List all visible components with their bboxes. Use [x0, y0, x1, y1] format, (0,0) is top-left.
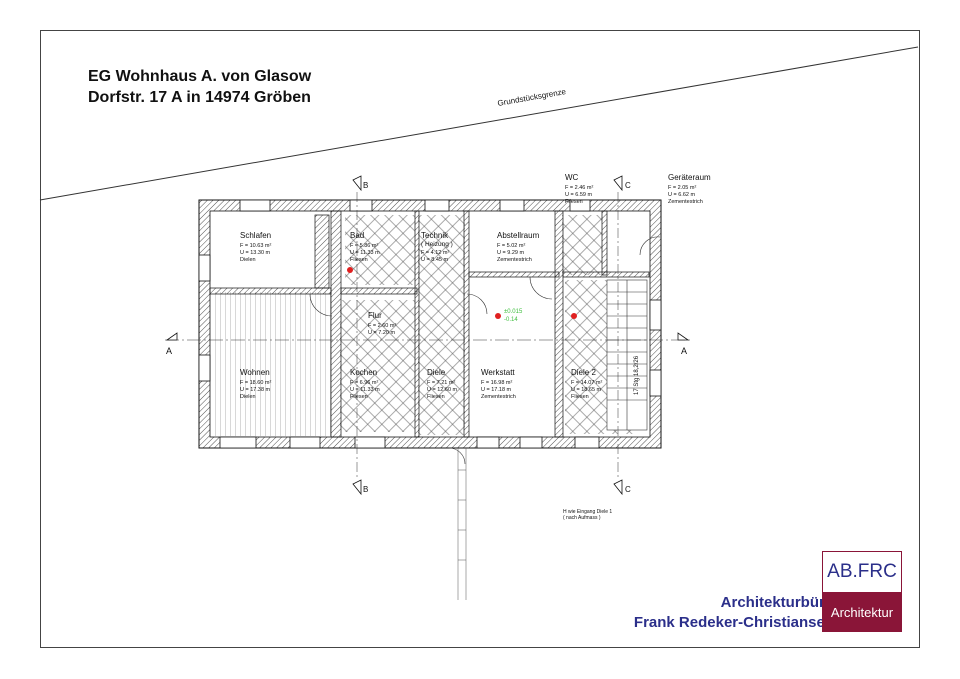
room-wohnen: Wohnen F = 18.60 m² U = 17.38 m Dielen [240, 368, 272, 400]
flur-kochen-floor [340, 300, 415, 432]
svg-text:Geräteraum: Geräteraum [668, 173, 711, 182]
wc-floor [562, 215, 602, 275]
section-a-left: A [166, 346, 172, 356]
svg-text:Bad: Bad [350, 231, 364, 240]
room-geraeteraum: Geräteraum F = 2.05 m² U = 6.62 m Zement… [668, 173, 711, 205]
svg-text:Kochen: Kochen [350, 368, 377, 377]
section-line-a [165, 332, 690, 341]
svg-text:Fliesen: Fliesen [350, 394, 368, 400]
svg-text:Fliesen: Fliesen [427, 394, 445, 400]
svg-text:F = 14.07 m²: F = 14.07 m² [571, 380, 603, 386]
logo-subtitle: Architektur [823, 592, 901, 632]
svg-text:Fliesen: Fliesen [350, 257, 368, 263]
svg-text:Diele: Diele [427, 368, 446, 377]
svg-text:U = 17.18 m: U = 17.18 m [481, 387, 512, 393]
section-b-bottom: B [363, 485, 368, 494]
svg-text:U = 6.59 m: U = 6.59 m [565, 192, 592, 198]
svg-text:F = 6.96 m²: F = 6.96 m² [350, 380, 378, 386]
svg-text:U = 8.45 m: U = 8.45 m [421, 257, 448, 263]
svg-text:F = 2.05 m²: F = 2.05 m² [668, 185, 696, 191]
section-line-c [613, 175, 623, 496]
svg-text:U = 11.33 m: U = 11.33 m [350, 387, 380, 393]
stair-label: 17 Stg 18,2/26 [634, 355, 640, 395]
property-boundary-line [39, 46, 919, 201]
schlafen-floor [212, 215, 316, 289]
entrance-note: H wie Eingang Diele 1 [563, 509, 612, 515]
svg-text:Zementestrich: Zementestrich [481, 394, 516, 400]
svg-text:U = 9.29 m: U = 9.29 m [497, 250, 524, 256]
svg-text:Schlafen: Schlafen [240, 231, 271, 240]
svg-text:F = 5.02 m²: F = 5.02 m² [497, 243, 525, 249]
svg-text:Werkstatt: Werkstatt [481, 368, 515, 377]
svg-text:F = 18.60 m²: F = 18.60 m² [240, 380, 272, 386]
svg-text:F = 5.86 m²: F = 5.86 m² [350, 243, 378, 249]
room-wc: WC F = 2.46 m² U = 6.59 m Fliesen [565, 173, 593, 205]
room-technik: Technik ( Heizung ) F = 4.12 m² U = 8.45… [421, 231, 453, 263]
svg-text:Fliesen: Fliesen [571, 394, 589, 400]
level-marker-1: ±0.015 -0.14 [495, 309, 523, 323]
room-diele: Diele F = 7.21 m² U = 12.60 m Fliesen [427, 368, 458, 400]
level-marker-2 [571, 313, 577, 319]
room-werkstatt: Werkstatt F = 16.98 m² U = 17.18 m Zemen… [481, 368, 516, 400]
svg-text:U = 13.30 m: U = 13.30 m [240, 250, 271, 256]
section-line-b [352, 175, 362, 496]
svg-text:F = 7.21 m²: F = 7.21 m² [427, 380, 455, 386]
svg-text:Diele 2: Diele 2 [571, 368, 596, 377]
svg-text:F = 10.63 m²: F = 10.63 m² [240, 243, 272, 249]
svg-text:Zementestrich: Zementestrich [497, 257, 532, 263]
interior-walls [209, 210, 650, 438]
svg-text:Zementestrich: Zementestrich [668, 199, 703, 205]
windows [198, 199, 662, 449]
entrance-path [457, 448, 467, 600]
entrance-note-2: ( nach Aufmass ) [563, 515, 601, 521]
svg-text:Dielen: Dielen [240, 394, 256, 400]
svg-text:U = 6.62 m: U = 6.62 m [668, 192, 695, 198]
room-bad: Bad F = 5.86 m² U = 11.33 m Fliesen [350, 231, 380, 263]
svg-text:F = 16.98 m²: F = 16.98 m² [481, 380, 513, 386]
logo-initials: AB.FRC [827, 561, 897, 582]
svg-text:F = 4.12 m²: F = 4.12 m² [421, 250, 449, 256]
svg-text:U = 17.38 m: U = 17.38 m [240, 387, 271, 393]
drawing-address: Dorfstr. 17 A in 14974 Gröben [88, 89, 311, 106]
room-labels: Schlafen F = 10.63 m² U = 13.30 m Dielen… [240, 173, 711, 400]
staircase [606, 279, 648, 431]
room-diele2: Diele 2 F = 14.07 m² U = 18.65 m Fliesen [571, 368, 603, 400]
office-name: Architekturbüro [720, 594, 834, 611]
svg-text:Flur: Flur [368, 311, 382, 320]
svg-text:Dielen: Dielen [240, 257, 256, 263]
section-a-right: A [681, 346, 687, 356]
section-c-top: C [625, 181, 631, 190]
drawing-title: EG Wohnhaus A. von Glasow [88, 68, 312, 85]
svg-text:±0.015: ±0.015 [504, 309, 523, 315]
diele-floor [418, 215, 465, 435]
svg-text:F = 2.60 m²: F = 2.60 m² [368, 323, 396, 329]
room-flur: Flur F = 2.60 m² U = 7.20 m [368, 311, 396, 336]
door-swings [309, 236, 661, 465]
svg-text:-0.14: -0.14 [504, 317, 518, 323]
bad-floor [345, 215, 415, 285]
svg-text:U = 11.33 m: U = 11.33 m [350, 250, 380, 256]
room-schlafen: Schlafen F = 10.63 m² U = 13.30 m Dielen [240, 231, 272, 263]
svg-text:Fliesen: Fliesen [565, 199, 583, 205]
svg-text:( Heizung ): ( Heizung ) [421, 241, 453, 248]
room-kochen: Kochen F = 6.96 m² U = 11.33 m Fliesen [350, 368, 380, 400]
office-architect: Frank Redeker-Christiansen [633, 614, 834, 631]
svg-text:Wohnen: Wohnen [240, 368, 270, 377]
boundary-label: Grundstücksgrenze [497, 87, 567, 108]
room-abstellraum: Abstellraum F = 5.02 m² U = 9.29 m Zemen… [497, 231, 540, 263]
svg-text:Abstellraum: Abstellraum [497, 231, 540, 240]
wohnen-floor [212, 292, 331, 436]
section-c-bottom: C [625, 485, 631, 494]
svg-text:U = 18.65 m: U = 18.65 m [571, 387, 602, 393]
section-b-top: B [363, 181, 368, 190]
svg-text:U = 7.20 m: U = 7.20 m [368, 330, 395, 336]
svg-text:U = 12.60 m: U = 12.60 m [427, 387, 458, 393]
svg-text:WC: WC [565, 173, 579, 182]
level-marker-3 [347, 267, 353, 273]
svg-text:Technik: Technik [421, 231, 449, 240]
svg-text:F = 2.46 m²: F = 2.46 m² [565, 185, 593, 191]
office-logo: AB.FRC Architektur [822, 551, 902, 632]
